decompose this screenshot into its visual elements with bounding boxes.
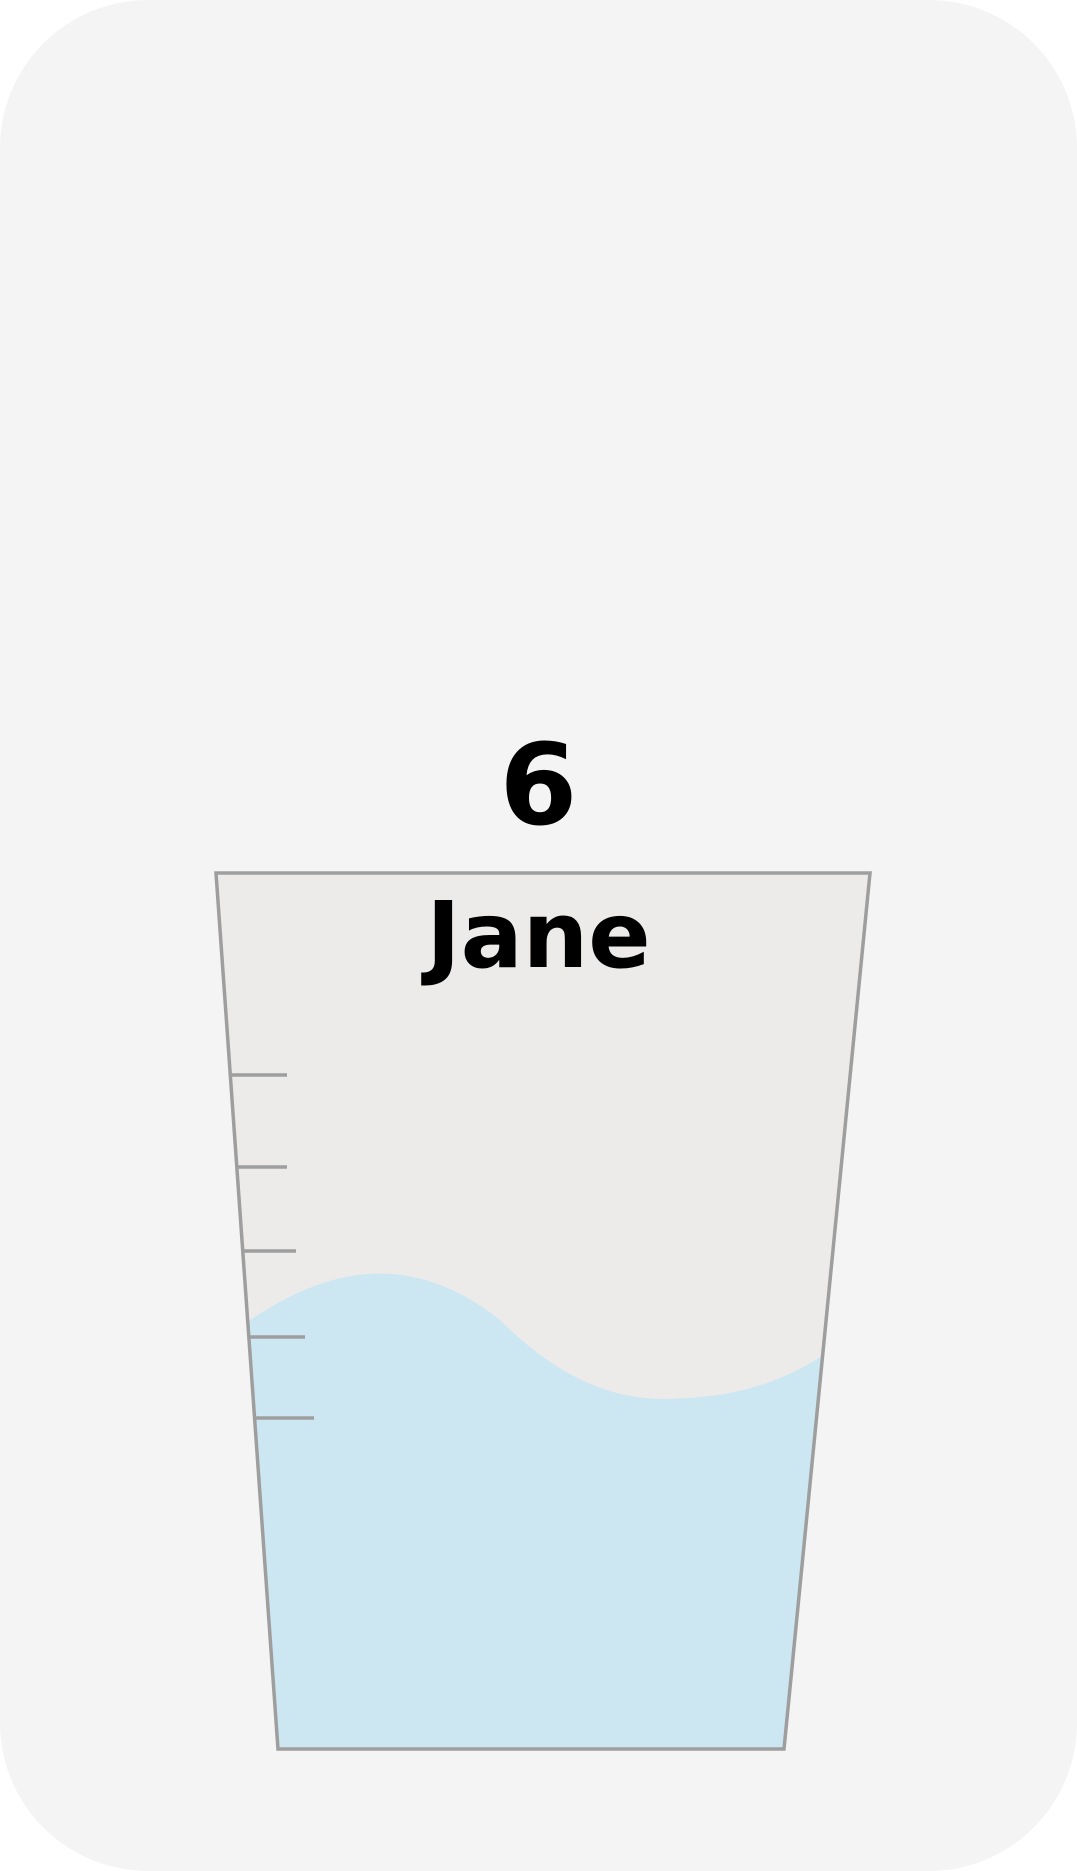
water-wave-icon	[216, 1273, 870, 1749]
cup-count: 6	[499, 721, 578, 851]
measurement-ticks	[232, 1073, 314, 1420]
cup-owner-name: Jane	[426, 882, 651, 989]
cup-outline	[214, 871, 872, 1751]
